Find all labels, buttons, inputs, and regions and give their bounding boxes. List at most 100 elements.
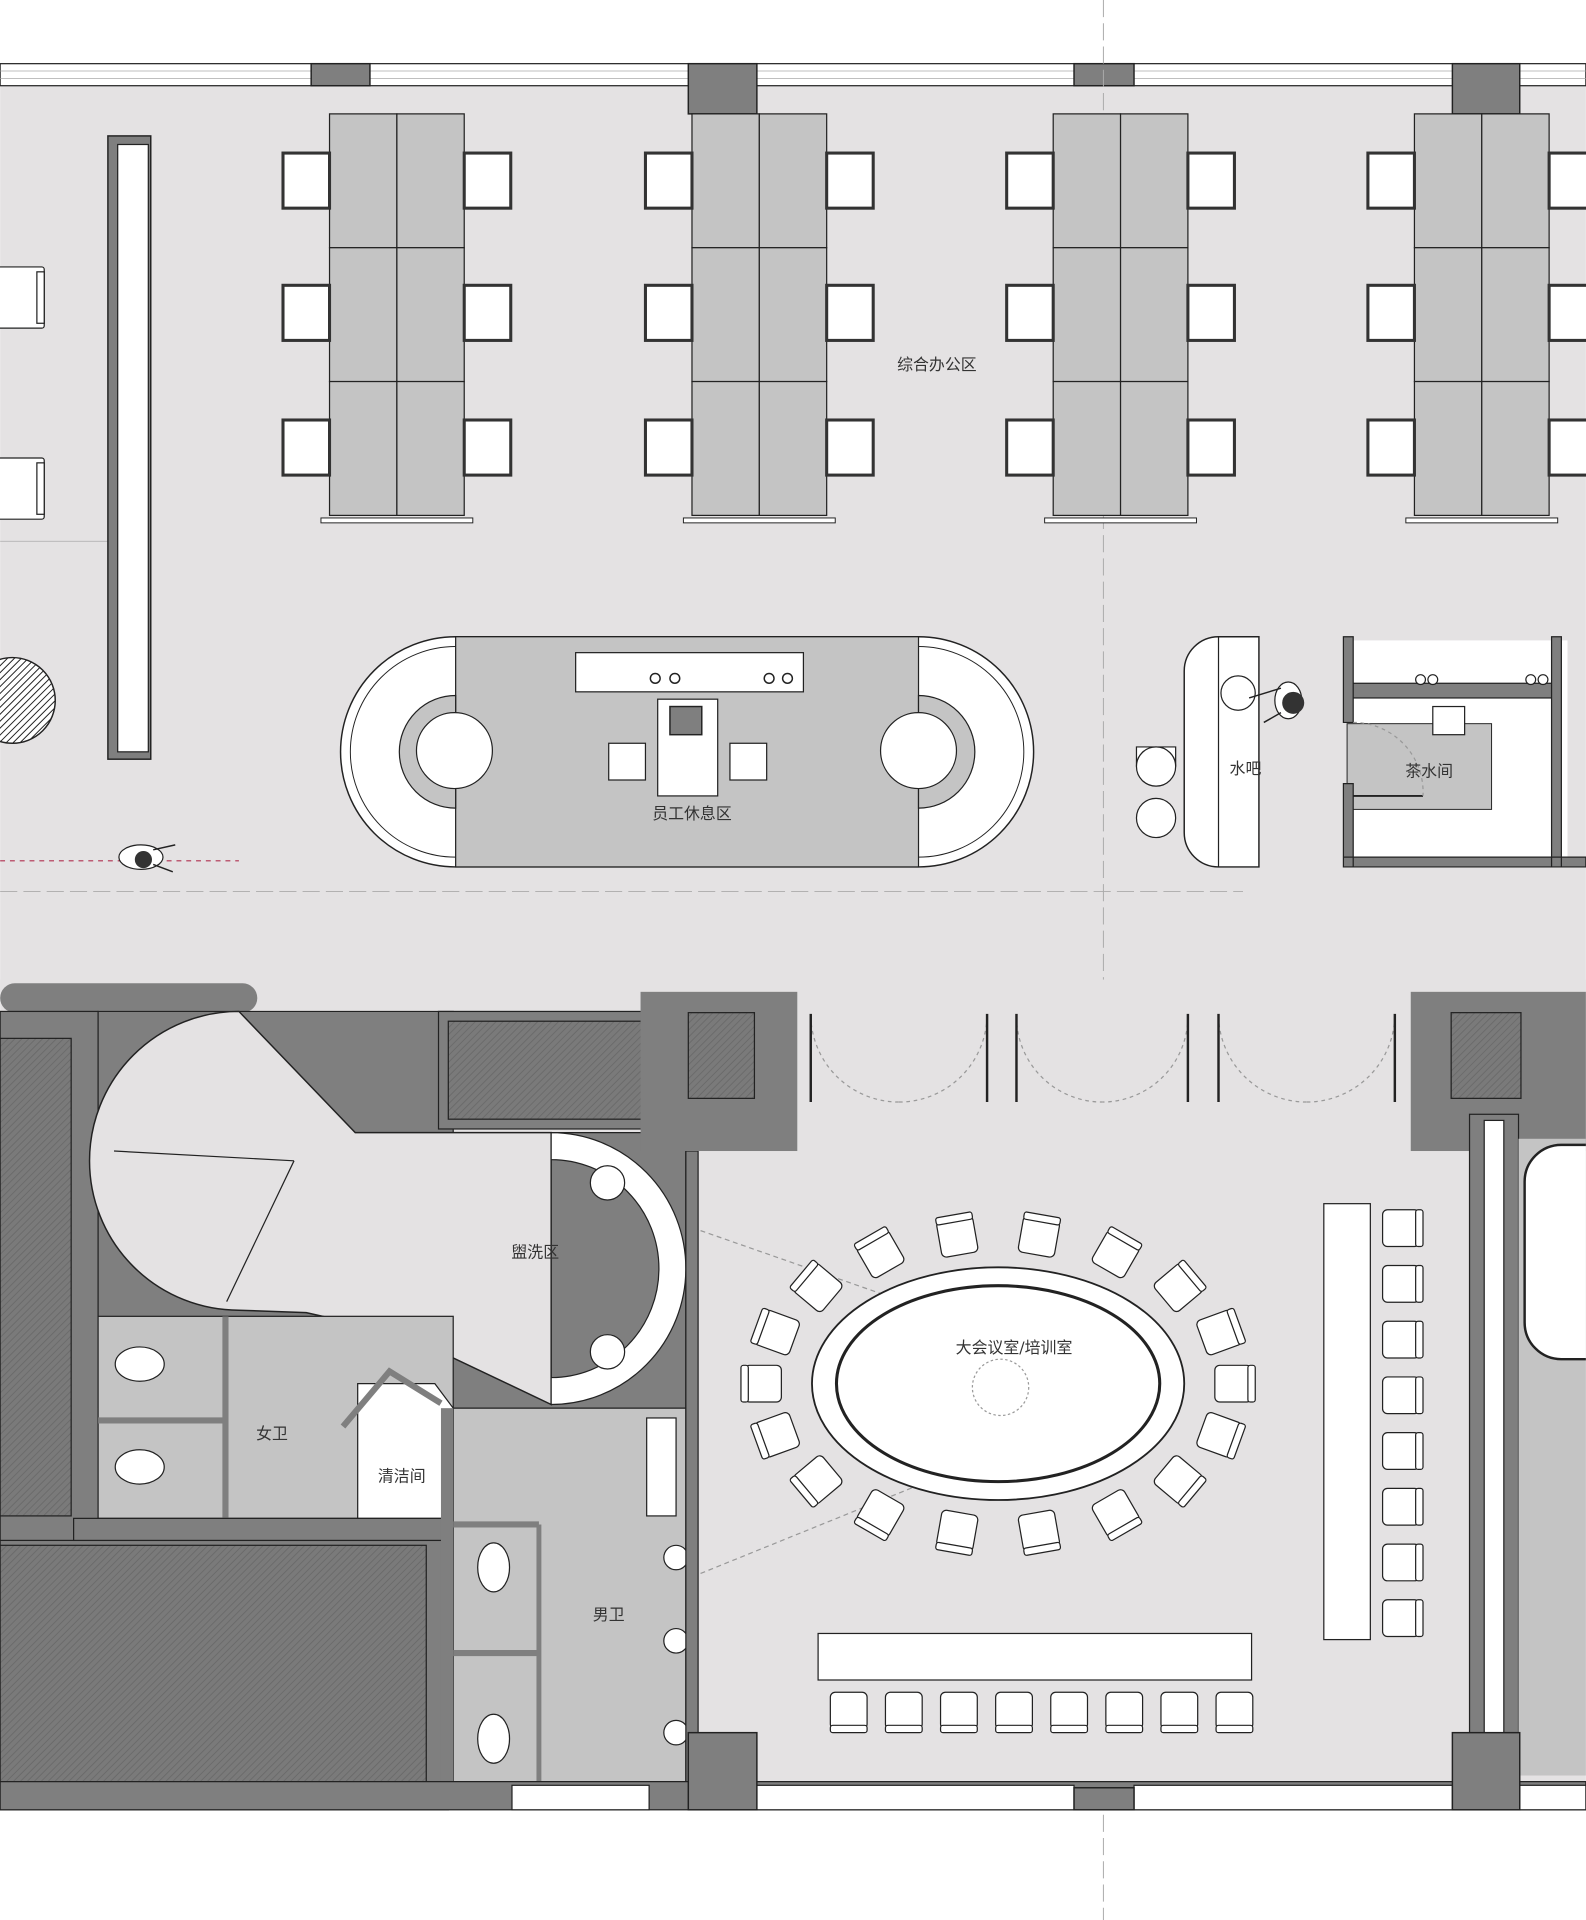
toilet-icon <box>114 1346 165 1382</box>
desk <box>1413 247 1483 383</box>
office-chair <box>1186 283 1236 342</box>
workstation-clusters <box>281 113 1586 524</box>
conference-chair <box>1196 1411 1246 1460</box>
conference-chair <box>1105 1691 1144 1734</box>
toilet-icon <box>477 1713 511 1764</box>
conference-chair <box>1381 1487 1424 1526</box>
office-chair <box>1547 418 1586 477</box>
conference-chair <box>789 1455 843 1508</box>
desk <box>1119 247 1189 383</box>
plant-icon <box>971 1358 1030 1417</box>
workstation-cluster <box>1366 113 1586 524</box>
label-womens-restroom: 女卫 <box>256 1424 288 1443</box>
conference-chair <box>935 1509 979 1556</box>
washroom-area <box>88 1010 760 1409</box>
label-pantry: 茶水间 <box>1405 761 1453 780</box>
conference-chair <box>1196 1307 1246 1356</box>
top-window-strip <box>0 63 1586 87</box>
conference-chair <box>1214 1364 1256 1403</box>
long-table <box>817 1632 1253 1681</box>
conference-chair <box>1091 1489 1143 1542</box>
toilet-icon <box>114 1449 165 1485</box>
office-chair <box>1005 151 1055 210</box>
conference-chair <box>789 1259 843 1313</box>
label-janitor-room: 清洁间 <box>378 1467 426 1486</box>
desk <box>1481 113 1550 249</box>
office-chair <box>462 151 513 210</box>
desk <box>1413 380 1483 517</box>
conference-chair <box>1153 1259 1207 1313</box>
round-table <box>879 712 958 790</box>
office-chair <box>825 151 875 210</box>
conference-chair <box>1381 1432 1424 1470</box>
urinal-icon <box>663 1544 689 1571</box>
office-chair <box>281 283 332 342</box>
desk <box>328 113 398 249</box>
counter <box>575 652 805 693</box>
conference-chair <box>1381 1320 1424 1359</box>
desk <box>1481 247 1550 383</box>
long-table <box>1323 1203 1371 1641</box>
office-chair <box>1366 151 1416 210</box>
top-pillars <box>310 62 1521 115</box>
desk <box>396 113 465 249</box>
conference-chair <box>1215 1691 1254 1734</box>
desk <box>1481 380 1550 517</box>
desk <box>691 113 760 249</box>
bar-stool <box>1135 797 1177 839</box>
office-chair <box>1005 283 1055 342</box>
conference-chair <box>1050 1691 1089 1734</box>
office-chair <box>1547 151 1586 210</box>
conference-chair <box>935 1211 979 1258</box>
conference-chair <box>740 1364 782 1403</box>
stool <box>729 742 768 781</box>
office-chair <box>1547 283 1586 342</box>
person-figure-icon <box>1248 681 1305 724</box>
workstation-cluster <box>281 113 513 524</box>
conference-chair <box>1160 1691 1199 1734</box>
mens-restroom <box>440 1150 699 1783</box>
conference-chair <box>939 1691 978 1734</box>
desk <box>396 380 465 517</box>
stool <box>608 742 647 781</box>
workstation-cluster <box>643 113 875 524</box>
desk <box>328 380 398 517</box>
office-chair <box>281 418 332 477</box>
label-water-bar: 水吧 <box>1230 759 1262 778</box>
person-figure-icon <box>118 844 176 873</box>
staff-lounge <box>339 636 1035 868</box>
room-labels: 综合办公区 员工休息区 水吧 茶水间 盥洗区 女卫 清洁间 男卫 大会议室/培训… <box>256 355 1453 1624</box>
conference-room <box>700 1203 1424 1734</box>
round-table <box>0 656 56 744</box>
urinal-icon <box>663 1627 689 1654</box>
workstation-cluster <box>1005 113 1236 524</box>
office-chair <box>1005 418 1055 477</box>
conference-chair <box>1381 1543 1424 1582</box>
office-chair <box>1186 418 1236 477</box>
office-chair <box>643 283 694 342</box>
desk <box>758 380 828 517</box>
label-washroom: 盥洗区 <box>511 1243 559 1262</box>
conference-chair <box>1381 1264 1424 1303</box>
conference-chair <box>1381 1209 1424 1248</box>
conference-chair <box>1017 1509 1062 1556</box>
label-staff-lounge: 员工休息区 <box>652 804 732 823</box>
conference-chair <box>853 1489 905 1542</box>
round-table <box>415 712 493 790</box>
wall-block <box>0 983 258 1013</box>
water-bar <box>1135 636 1305 868</box>
office-chair <box>1366 418 1416 477</box>
sink-icon <box>1220 675 1256 711</box>
desk <box>328 247 398 383</box>
desk <box>1413 113 1483 249</box>
conference-chair <box>750 1411 800 1460</box>
desk <box>1119 380 1189 517</box>
conference-chair <box>829 1691 868 1734</box>
conference-chair <box>750 1307 800 1356</box>
desk <box>758 113 828 249</box>
desk <box>1119 113 1189 249</box>
desk <box>691 380 760 517</box>
conference-chair <box>1381 1376 1424 1415</box>
office-chair <box>643 151 694 210</box>
